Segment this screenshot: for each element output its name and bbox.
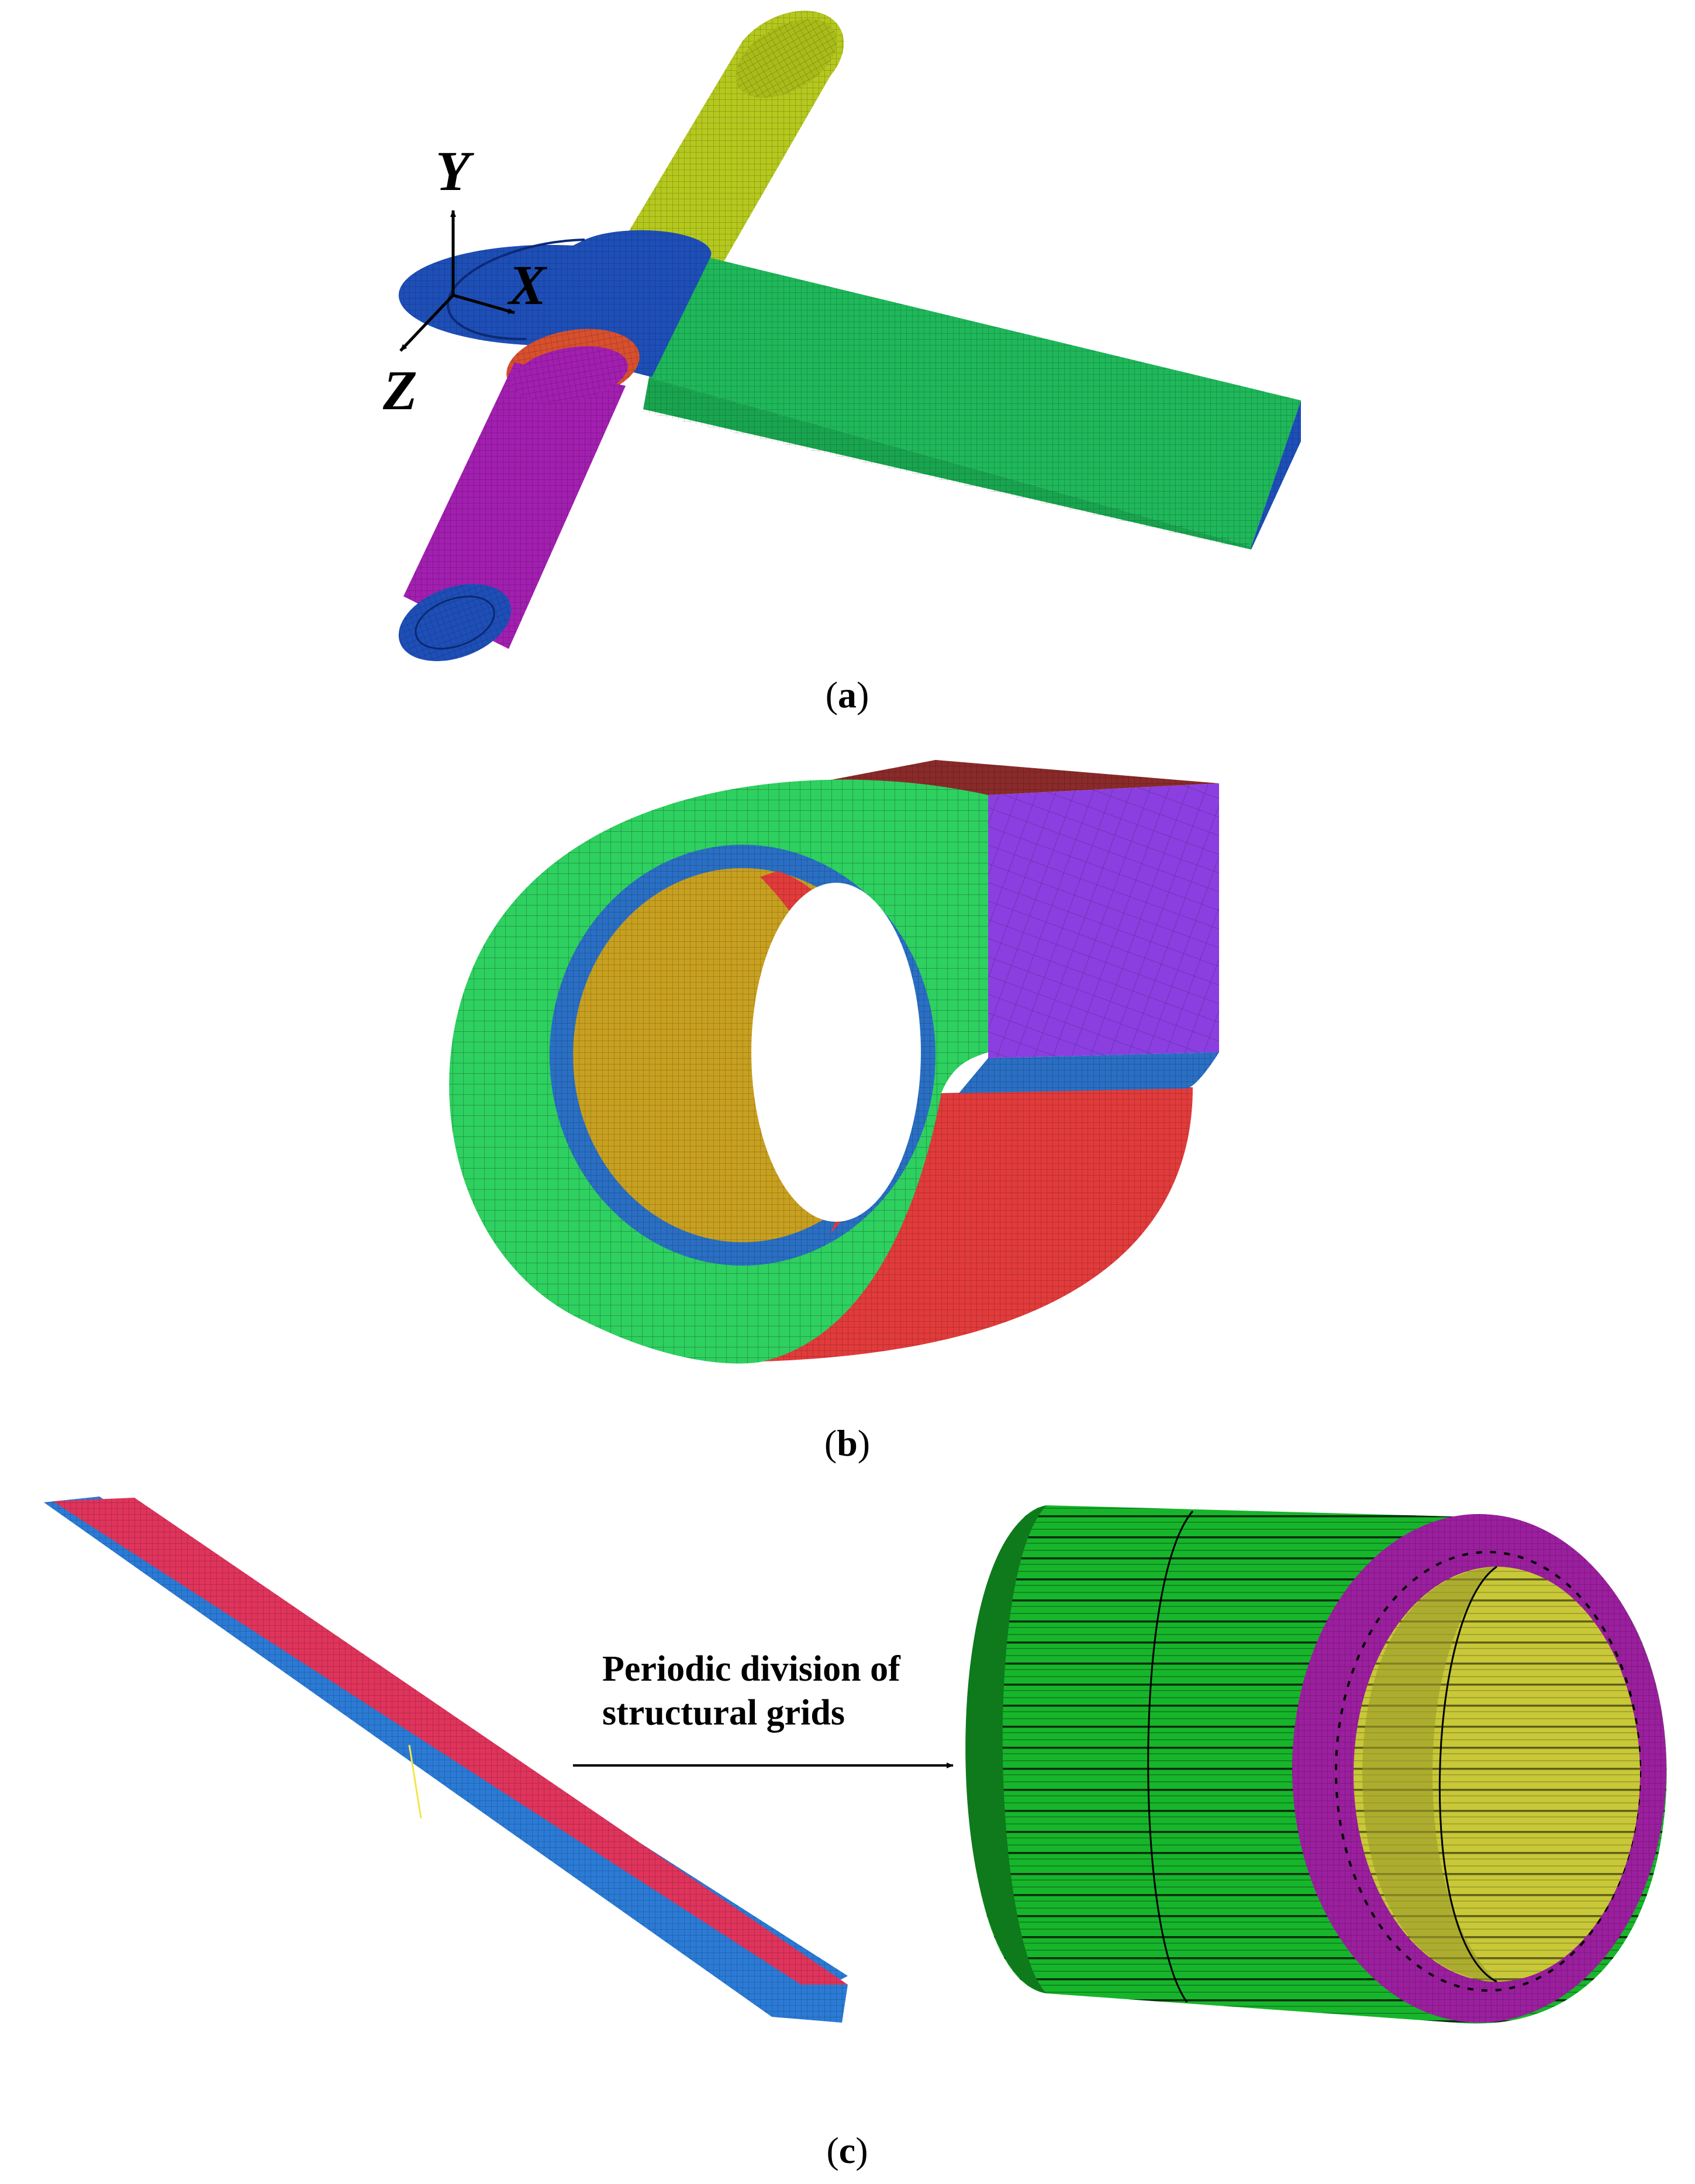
assembled-cylinder (965, 1505, 1667, 2024)
axis-triad: Y X Z (382, 140, 547, 421)
x-axis-line (453, 293, 515, 315)
panel-b: (b) (449, 760, 1219, 1464)
z-axis-label: Z (382, 359, 417, 421)
bore-interior (573, 868, 921, 1242)
x-axis-label: X (507, 254, 547, 316)
annotation-line1: Periodic division of (602, 1649, 901, 1689)
caption-b: (b) (824, 1422, 870, 1464)
y-axis-label: Y (436, 140, 474, 202)
rectangular-duct (643, 257, 1301, 550)
caption-a: (a) (826, 674, 869, 716)
annotation-line2: structural grids (602, 1693, 845, 1733)
periodic-slice (44, 1497, 848, 2023)
panel-c: Periodic division of structural grids (44, 1497, 1667, 2171)
panel-a: Y X Z (a) (382, 11, 1301, 716)
outlet-box (959, 783, 1219, 1093)
caption-c: (c) (826, 2130, 868, 2171)
lower-cylinder (398, 346, 628, 661)
z-axis-line (399, 294, 454, 352)
upper-cylinder (617, 11, 844, 275)
